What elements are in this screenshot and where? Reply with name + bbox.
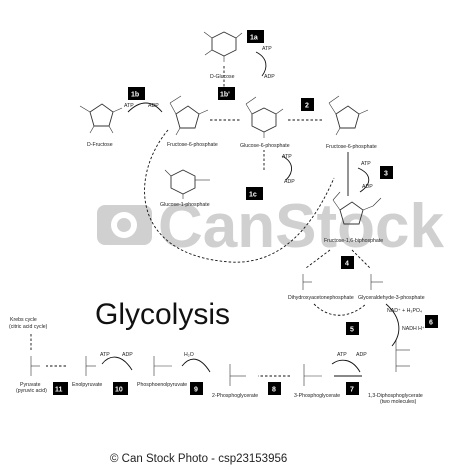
diagram-title: Glycolysis <box>95 298 230 331</box>
cofactor-atp-1b: ATP <box>124 103 134 109</box>
label-glucose-1-phosphate: Glucose-1-phosphate <box>160 202 210 208</box>
label-g3p: Glyceraldehyde-3-phosphate <box>358 295 425 301</box>
step-badge-9: 9 <box>190 382 203 395</box>
arrow-9-curve <box>181 358 211 373</box>
cofactor-atp-1c: ATP <box>282 154 292 160</box>
watermark-text: CanStock <box>158 192 444 261</box>
glucose-6-phosphate-molecule <box>245 96 284 138</box>
step-badge-10: 10 <box>113 382 128 395</box>
label-krebs-note: (citric acid cycle) <box>9 324 48 330</box>
arrow-10-curve <box>101 356 133 371</box>
cofactor-adp-10: ADP <box>122 352 133 358</box>
dhap-molecule <box>302 274 312 290</box>
cofactor-adp-1a: ADP <box>264 74 275 80</box>
label-d-glucose: D-Glucose <box>210 74 235 80</box>
label-d-fructose: D-Fructose <box>87 142 113 148</box>
arrow-4-left <box>305 249 331 269</box>
label-bpg13-note: (two molecules) <box>380 399 417 405</box>
arrow-loop-dashed <box>144 129 335 263</box>
label-fructose-6-phosphate-left: Fructose-6-phosphate <box>167 142 218 148</box>
camera-lens-inner-icon <box>117 218 131 232</box>
arrow-6-curve <box>385 303 400 347</box>
cofactor-h2o: H₂O <box>184 352 194 358</box>
step-badge-4: 4 <box>341 256 354 269</box>
label-enolpyruvate: Enolpyruvate <box>72 382 102 388</box>
pg3-molecule <box>303 364 322 386</box>
step-badge-1b: 1b <box>128 87 145 100</box>
svg-text:6: 6 <box>429 320 433 327</box>
svg-text:1c: 1c <box>249 192 257 199</box>
d-fructose-molecule <box>79 103 123 134</box>
arrow-5-dashed <box>313 303 367 316</box>
d-glucose-molecule <box>203 31 243 62</box>
step-badge-5: 5 <box>346 322 359 335</box>
label-dhap: Dihydroxyacetonephosphate <box>288 295 354 301</box>
label-fructose-1-6-biphosphate: Fructose-1,6-biphosphate <box>324 238 383 244</box>
step-badge-1a: 1a <box>247 30 264 43</box>
step-badge-1c: 1c <box>246 187 263 200</box>
cofactor-adp-1c: ADP <box>284 179 295 185</box>
step-badge-2: 2 <box>301 98 314 111</box>
label-pyruvate: Pyruvate <box>20 382 41 388</box>
step-badge-3: 3 <box>380 166 393 179</box>
cofactor-atp-1a: ATP <box>262 46 272 52</box>
svg-text:3: 3 <box>384 171 388 178</box>
bpg13-molecule <box>395 340 410 372</box>
svg-text:9: 9 <box>194 387 198 394</box>
cofactor-adp-7: ADP <box>356 352 367 358</box>
cofactors: ATP ADP ATP ADP ATP ADP ATP ADP NAD⁺ + H… <box>100 46 425 358</box>
label-pyruvate-note: (pyruvic acid) <box>16 388 47 394</box>
label-krebs: Krebs cycle <box>10 317 37 323</box>
svg-text:11: 11 <box>55 387 63 394</box>
step-badge-7: 7 <box>346 382 359 395</box>
glucose-1-phosphate-molecule <box>164 169 210 199</box>
cofactor-atp-3: ATP <box>361 161 371 167</box>
step-badge-8: 8 <box>268 382 281 395</box>
cofactor-adp-1b: ADP <box>148 103 159 109</box>
cofactor-nad: NAD⁺ + H₃PO₄ <box>387 308 422 314</box>
svg-text:7: 7 <box>350 387 354 394</box>
pep-molecule <box>153 356 172 376</box>
g3p-molecule <box>370 274 383 290</box>
label-glucose-6-phosphate: Glucose-6-phosphate <box>240 143 290 149</box>
svg-text:1b: 1b <box>131 92 139 99</box>
label-fructose-6-phosphate-right: Fructose-6-phosphate <box>326 144 377 150</box>
svg-text:8: 8 <box>272 387 276 394</box>
enolpyruvate-molecule <box>85 356 96 376</box>
watermark: CanStock <box>97 192 444 261</box>
svg-text:4: 4 <box>345 261 349 268</box>
step-badge-1b-prime: 1b' <box>218 87 235 100</box>
arrow-1a-curve <box>255 51 267 77</box>
pg2-molecule <box>229 364 246 386</box>
svg-text:1b': 1b' <box>220 92 230 99</box>
step-badge-6: 6 <box>425 315 438 328</box>
svg-text:10: 10 <box>115 387 123 394</box>
arrow-3-curve <box>357 167 370 193</box>
arrow-1c-curve <box>281 155 292 181</box>
svg-text:2: 2 <box>305 103 309 110</box>
cofactor-atp-7: ATP <box>337 352 347 358</box>
step-badge-11: 11 <box>53 382 68 395</box>
label-bpg13: 1,3-Diphosphoglycerate <box>368 393 423 399</box>
svg-text:5: 5 <box>350 327 354 334</box>
label-pg2: 2-Phosphoglycerate <box>212 393 258 399</box>
fructose-6-phosphate-left-molecule <box>169 95 209 136</box>
fructose-6-phosphate-right-molecule <box>328 95 369 136</box>
cofactor-adp-3: ADP <box>362 184 373 190</box>
svg-text:1a: 1a <box>250 35 258 42</box>
cofactor-nadh: NADH H⁺ <box>402 326 425 332</box>
footer-credit: © Can Stock Photo - csp23153956 <box>110 453 287 465</box>
label-pep: Phosphoenolpyruvate <box>137 382 187 388</box>
label-pg3: 3-Phosphoglycerate <box>294 393 340 399</box>
step-badges: 1a 1b 1b' 1c 2 3 4 5 6 7 8 9 10 11 <box>53 30 438 395</box>
pyruvate-molecule <box>30 356 40 376</box>
arrow-1b-curve <box>127 102 163 113</box>
reaction-arrows <box>30 51 400 377</box>
fructose-1-6-biphosphate-molecule <box>332 191 382 225</box>
cofactor-atp-10: ATP <box>100 352 110 358</box>
arrow-7-curve <box>331 359 361 373</box>
